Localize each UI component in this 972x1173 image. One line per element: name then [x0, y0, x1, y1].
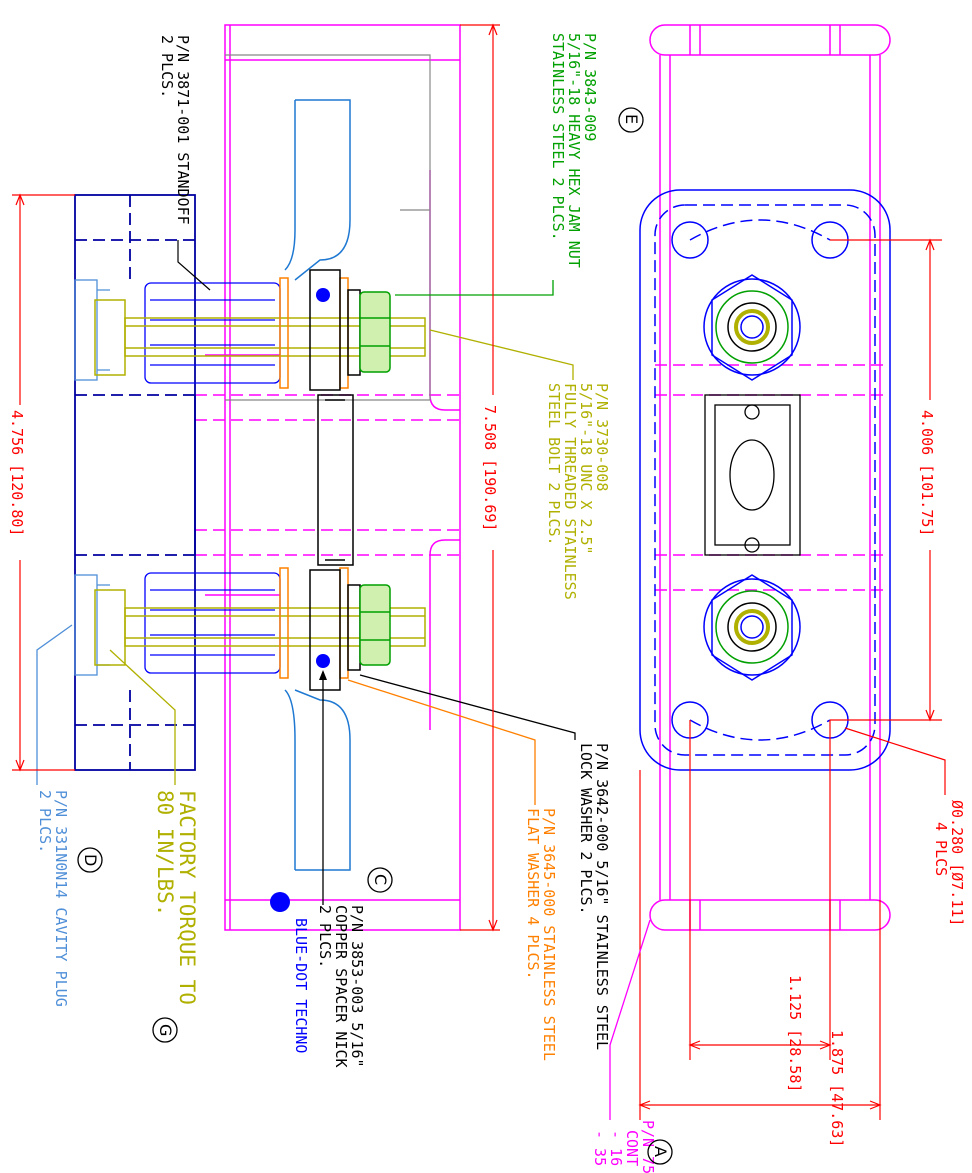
label-E-text: E: [622, 114, 641, 124]
spacer-line3: 2 PLCS.: [316, 905, 334, 968]
callout-cavity-plug: P/N 331N0N14 CAVITY PLUG 2 PLCS.: [36, 624, 73, 1007]
callout-lock-washer: P/N 3642-000 5/16" STAINLESS STEEL LOCK …: [359, 674, 611, 1050]
jam-nut-line3: STAINLESS STEEL 2 PLCS.: [549, 33, 567, 241]
lock-washer-line1: P/N 3642-000 5/16" STAINLESS STEEL: [593, 743, 611, 1050]
label-A-text: A: [651, 1146, 670, 1157]
label-G: G: [152, 1017, 178, 1043]
bolt-line4: STEEL BOLT 2 PLCS.: [545, 383, 563, 546]
label-D-text: D: [81, 854, 100, 866]
bolt: [94, 299, 426, 666]
contact-line3: - 16: [607, 1130, 625, 1166]
dim-height: [12, 193, 75, 772]
cavity-plug-line2: 2 PLCS.: [36, 790, 54, 853]
contact-line2: CONT: [623, 1130, 641, 1166]
label-A: A: [647, 1139, 673, 1165]
cavity-plug: [74, 279, 110, 676]
bolt-line2: 5/16"-18 UNC X 2.5": [577, 383, 595, 555]
cable: [284, 99, 351, 871]
bus-bar-top: [649, 24, 891, 931]
flat-washer-line1: P/N 3645-000 STAINLESS STEEL: [540, 808, 558, 1061]
jam-nut: [359, 291, 391, 666]
flat-washer: [279, 277, 349, 679]
bolt-line1: P/N 3730-008: [593, 383, 611, 491]
label-C: C: [367, 867, 393, 893]
torque-line2: 80 IN/LBS.: [153, 790, 177, 916]
standoff: [144, 282, 281, 674]
dim-length-text: 7.508 [190.69]: [481, 405, 499, 531]
bolt-line3: FULLY THREADED STAINLESS: [561, 383, 579, 600]
terminal-post: [703, 274, 801, 681]
jam-nut-line2: 5/16"-18 HEAVY HEX JAM NUT: [565, 33, 583, 268]
contact-line1: P/N 751N: [639, 1120, 657, 1173]
label-D: D: [77, 847, 103, 873]
copper-spacer: [309, 269, 354, 691]
standoff-line1: P/N 3871-001 STANDOFF: [174, 35, 192, 225]
dim-hole-spacing-text: 4.006 [101.75]: [918, 410, 936, 536]
dim-hole-dia-text: Ø0.280 [Ø7.11]: [948, 800, 966, 926]
torque-line1: FACTORY TORQUE TO: [175, 790, 199, 1005]
spacer-line1: P/N 3853-003 5/16": [348, 905, 366, 1068]
label-G-text: G: [156, 1024, 175, 1036]
jam-nut-line1: P/N 3843-009: [581, 33, 599, 141]
blue-dot-marker: [316, 288, 330, 302]
callout-bolt: P/N 3730-008 5/16"-18 UNC X 2.5" FULLY T…: [429, 329, 611, 600]
mounting-hole: [671, 221, 849, 739]
callout-contact: P/N 751N CONT - 16 - 35: [591, 919, 657, 1173]
bus-bar-side: [195, 24, 461, 931]
dim-inner-width: [688, 720, 832, 1060]
standoff-line2: 2 PLCS.: [158, 35, 176, 98]
dim-outer-width: [638, 770, 882, 1120]
label-E: E: [618, 107, 644, 133]
cavity-plug-line1: P/N 331N0N14 CAVITY PLUG: [52, 790, 70, 1007]
dim-length: [460, 23, 500, 932]
spacer-line2: COPPER SPACER NICK: [332, 905, 350, 1068]
dim-inner-width-text: 1.125 [28.58]: [786, 975, 804, 1092]
spacer-line4: BLUE-DOT TECHNO: [292, 918, 310, 1053]
base-block: [74, 194, 196, 771]
center-connector: [704, 394, 801, 556]
dim-height-text: 4.756 [120.80]: [8, 410, 26, 536]
blue-dot-marker: [316, 654, 330, 668]
flat-washer-line2: FLAT WASHER 4 PLCS.: [524, 808, 542, 980]
callout-spacer: P/N 3853-003 5/16" COPPER SPACER NICK 2 …: [270, 670, 366, 1068]
contact-line4: - 35: [591, 1130, 609, 1166]
dim-hole-dia: [844, 727, 946, 795]
callout-torque: FACTORY TORQUE TO 80 IN/LBS.: [109, 649, 199, 1005]
label-C-text: C: [371, 874, 390, 885]
callout-jam-nut: P/N 3843-009 5/16"-18 HEAVY HEX JAM NUT …: [395, 33, 599, 296]
callout-flat-washer: P/N 3645-000 STAINLESS STEEL FLAT WASHER…: [347, 679, 558, 1061]
base-plate-top: [639, 189, 891, 771]
dim-hole-spacing: [830, 238, 942, 722]
lock-washer-line2: LOCK WASHER 2 PLCS.: [577, 743, 595, 915]
dim-outer-width-text: 1.875 [47.63]: [828, 1030, 846, 1147]
lock-washer: [347, 289, 361, 671]
callout-standoff: P/N 3871-001 STANDOFF 2 PLCS.: [158, 35, 211, 291]
dim-hole-qty-text: 4 PLCS: [932, 822, 950, 876]
